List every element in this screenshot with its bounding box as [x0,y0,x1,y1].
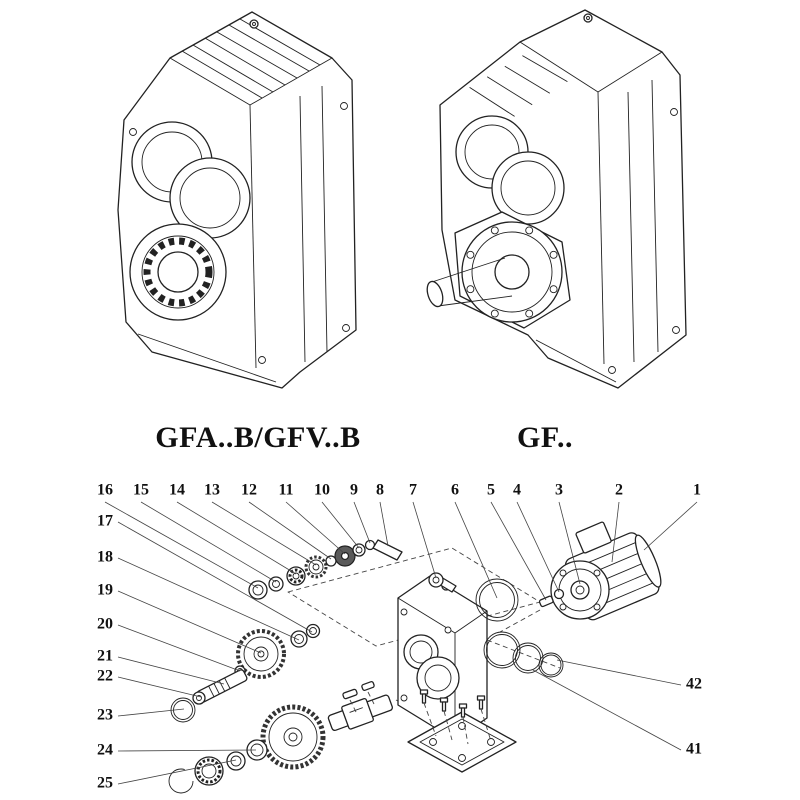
leader-line-23 [117,708,185,717]
leader-line-22 [117,676,202,698]
shaft-key [538,595,554,608]
leader-line-9 [353,501,371,544]
part-number-15: 15 [133,482,149,499]
part-number-10: 10 [314,482,330,499]
input-shaft-parts [248,539,403,600]
model-label-gf: GF.. [517,421,573,454]
intermediate-shaft-parts [170,623,321,723]
leader-line-17 [117,521,313,633]
leader-line-1 [643,501,698,551]
part-number-13: 13 [204,482,220,499]
part-number-17: 17 [97,513,113,530]
mounting-bolts [419,689,491,745]
part-number-41: 41 [686,741,702,758]
leader-line-2 [611,501,620,563]
part-number-4: 4 [513,482,521,499]
leader-line-19 [117,590,262,654]
part-number-12: 12 [241,482,257,499]
part-number-3: 3 [555,482,563,499]
leader-line-11 [285,501,346,555]
leader-line-7 [412,501,437,579]
leader-line-41 [532,669,682,751]
part-number-1: 1 [693,482,701,499]
part-number-16: 16 [97,482,113,499]
leader-line-4 [516,501,560,593]
leader-line-13 [211,501,317,566]
input-pinion [428,572,457,593]
washer-small [553,588,565,600]
mounting-plate [407,689,517,773]
part-number-21: 21 [97,648,113,665]
ring-row [483,631,564,678]
part-number-22: 22 [97,668,113,685]
part-number-14: 14 [169,482,185,499]
leader-line-21 [117,656,225,685]
leader-line-42 [556,659,682,686]
leader-line-20 [117,624,241,672]
exploded-view: 1615141312111098765432117181920212223242… [97,482,702,794]
part-number-2: 2 [615,482,623,499]
part-number-8: 8 [376,482,384,499]
part-number-18: 18 [97,549,113,566]
output-shaft-root [494,254,530,290]
part-number-9: 9 [350,482,358,499]
key-2 [361,681,375,691]
leader-line-15 [140,501,277,583]
part-number-20: 20 [97,616,113,633]
part-number-25: 25 [97,775,113,792]
leader-line-6 [454,501,498,599]
part-number-11: 11 [278,482,293,499]
leader-line-8 [379,501,389,547]
gearbox-drawing-left [117,11,357,389]
leader-line-10 [321,501,360,549]
output-shaft-parts [168,681,393,794]
gearbox-drawing-right [426,9,687,389]
leader-line-12 [248,501,332,560]
part-number-24: 24 [97,742,113,759]
leader-line-25 [117,759,237,785]
part-number-42: 42 [686,676,702,693]
model-label-gfab-gfvb: GFA..B/GFV..B [155,421,360,454]
leader-line-18 [117,557,300,641]
terminal-box [575,521,612,554]
leader-line-24 [117,749,257,752]
motor [550,521,662,621]
input-shaft-stub [372,539,403,561]
output-gear [260,704,326,770]
part-number-7: 7 [409,482,417,499]
leader-line-14 [176,501,297,575]
gasket-ring [475,578,519,622]
output-shaft-end [426,280,444,308]
leader-line-16 [104,501,259,589]
snap-ring [168,768,194,794]
key-1 [342,688,358,700]
bearing-rollers [143,237,213,307]
part-number-19: 19 [97,582,113,599]
housing [397,575,488,741]
leader-line-3 [558,501,581,585]
leader-line-5 [490,501,547,601]
part-number-6: 6 [451,482,459,499]
part-number-23: 23 [97,707,113,724]
part-number-5: 5 [487,482,495,499]
